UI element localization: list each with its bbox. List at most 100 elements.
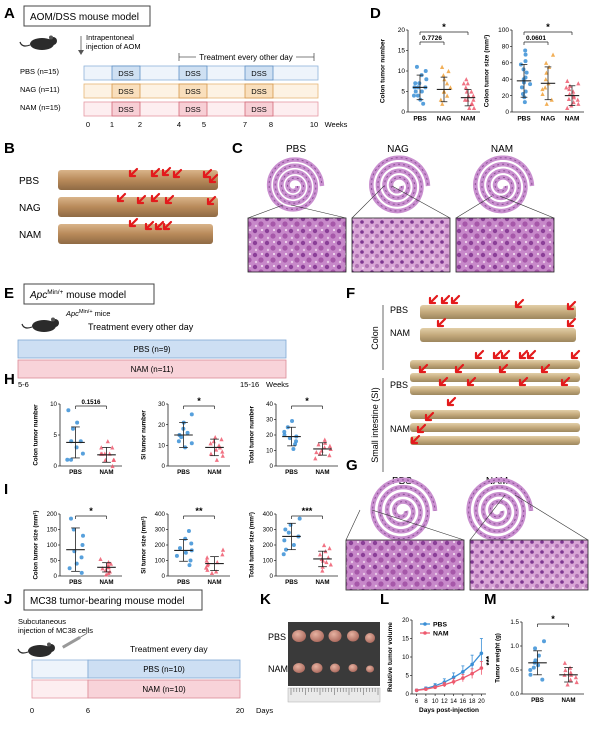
data-point xyxy=(187,563,192,568)
tumor-nam xyxy=(366,665,374,673)
panel-c: PBS NAG NAM xyxy=(247,144,555,273)
data-point xyxy=(189,441,194,446)
data-point xyxy=(424,687,428,691)
data-point xyxy=(562,660,567,665)
tumor-arrow-nag xyxy=(116,192,127,203)
x-tick-label: NAM xyxy=(315,469,329,476)
data-point xyxy=(467,105,472,110)
tumor-pbs xyxy=(328,630,342,642)
data-point xyxy=(208,451,214,456)
data-point xyxy=(185,430,190,435)
svg-text:NAM (n=11): NAM (n=11) xyxy=(131,365,174,374)
svg-text:DSS: DSS xyxy=(251,105,266,114)
tumor-arrow-colon xyxy=(514,298,525,309)
data-point xyxy=(291,543,296,547)
tumor-arrow-si xyxy=(446,396,457,407)
data-point xyxy=(528,668,533,672)
y-tick-label: 300 xyxy=(155,527,166,534)
tumor-arrow-si xyxy=(424,411,435,422)
legend-marker xyxy=(423,631,427,635)
data-point xyxy=(413,81,418,86)
svg-text:6: 6 xyxy=(86,706,90,715)
tissue-spiral-edge xyxy=(372,479,436,540)
legend-label: PBS xyxy=(433,621,447,628)
si-photo-pbs xyxy=(410,360,580,395)
data-point xyxy=(470,662,474,667)
data-point xyxy=(219,437,224,442)
data-point xyxy=(324,559,329,565)
data-point xyxy=(550,52,556,57)
panel-letter-f: F xyxy=(346,285,355,302)
svg-text:DSS: DSS xyxy=(185,69,200,78)
x-tick-label: NAM xyxy=(99,469,113,476)
data-point xyxy=(540,86,545,92)
tumor-arrow-si xyxy=(492,349,503,360)
y-tick-label: 100 xyxy=(47,542,58,549)
data-point xyxy=(523,52,528,57)
panel-b-tumor-arrows xyxy=(116,166,219,231)
data-point xyxy=(75,420,80,425)
data-point xyxy=(438,97,443,102)
y-axis-label: Tumor weight (g) xyxy=(495,633,502,683)
y-tick-label: 1.0 xyxy=(510,643,519,650)
tumor-arrow-nam xyxy=(128,217,139,228)
svg-text:5: 5 xyxy=(202,120,206,129)
tumor-arrow-pbs xyxy=(161,166,172,177)
svg-text:DSS: DSS xyxy=(185,87,200,96)
x-tick-label: NAM xyxy=(207,469,221,476)
data-point xyxy=(69,457,74,462)
y-tick-label: 0 xyxy=(401,109,405,116)
x-tick-label: 10 xyxy=(432,699,439,705)
panel-k: PBS NAM xyxy=(268,622,381,703)
tumor-arrow-si xyxy=(416,423,427,434)
tumor-photos xyxy=(292,630,375,673)
data-point xyxy=(220,552,225,557)
y-tick-label: 10 xyxy=(158,443,165,450)
tumor-arrow-si xyxy=(570,349,581,360)
data-point xyxy=(80,451,85,456)
tumor-arrow-si xyxy=(518,349,529,360)
x-tick-label: PBS xyxy=(531,697,544,704)
tumor-arrow-pbs xyxy=(128,167,139,178)
data-point xyxy=(471,93,476,98)
data-point xyxy=(216,443,222,448)
significance-label: * xyxy=(546,22,550,33)
y-axis-label: Total tumor size (mm²) xyxy=(249,512,256,578)
data-point xyxy=(564,85,569,90)
data-point xyxy=(576,81,581,86)
panel-e-end: 15-16 xyxy=(240,380,259,389)
svg-text:NAM (n=10): NAM (n=10) xyxy=(142,685,186,694)
panel-e-bar-pbs xyxy=(17,339,287,359)
tumor-arrow-nag xyxy=(150,192,161,203)
y-tick-label: 30 xyxy=(158,401,165,408)
data-point xyxy=(524,70,529,75)
panel-a-row-nag: NAG (n=11) DSS DSS DSS xyxy=(20,83,319,99)
data-point xyxy=(574,679,579,685)
data-point xyxy=(471,97,476,102)
tumor-arrow-nam xyxy=(154,220,165,231)
significance-label: *** xyxy=(485,655,494,665)
tumor-arrow-si xyxy=(526,349,537,360)
data-point xyxy=(281,552,286,557)
data-point xyxy=(528,82,533,87)
data-point xyxy=(293,442,298,447)
data-point xyxy=(108,561,114,566)
series-line-pbs xyxy=(416,652,482,691)
data-point xyxy=(444,81,450,86)
panel-a-group-nam: NAM (n=15) xyxy=(20,103,61,112)
tumor-arrow-si xyxy=(454,363,465,374)
y-axis-label: Total tumor number xyxy=(249,405,256,464)
data-point xyxy=(290,419,295,424)
panel-a-aom-line1: Intrapentoneal xyxy=(86,33,134,42)
data-point xyxy=(213,434,218,440)
y-tick-label: 200 xyxy=(47,511,58,518)
tumor-arrow-colon xyxy=(566,317,577,328)
colon-photo-f-pbs xyxy=(420,305,576,319)
panel-b-label-nag: NAG xyxy=(19,203,41,214)
significance-label: * xyxy=(551,614,555,624)
data-point xyxy=(189,541,194,546)
data-point xyxy=(519,85,524,90)
